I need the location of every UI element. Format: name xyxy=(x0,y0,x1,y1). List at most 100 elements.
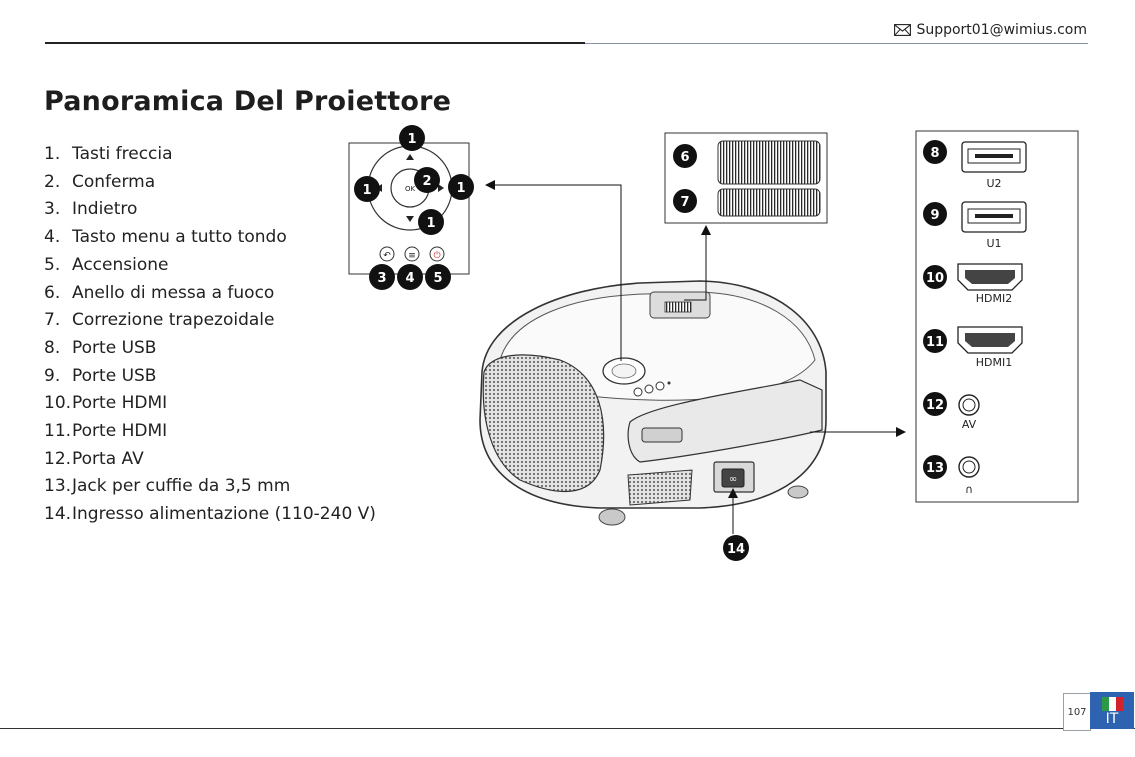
list-item-label: Tasti freccia xyxy=(72,144,173,164)
list-item-number: 6. xyxy=(44,282,61,303)
badge-hdmi1: 11 xyxy=(923,329,947,353)
badge-back: 3 xyxy=(369,264,395,290)
callout-control xyxy=(485,180,622,361)
power-socket-symbol: ∞ xyxy=(729,474,737,485)
list-item-label: Porte USB xyxy=(72,365,157,386)
feature-list: 1. Tasti freccia 2. Conferma 3. Indietro 4.… xyxy=(44,141,376,529)
list-item-label: Indietro xyxy=(72,199,138,220)
list-item-label: Ingresso alimentazione (110-240 V) xyxy=(72,504,376,525)
footer-rule xyxy=(0,728,1135,729)
control-panel-inset: OK ↶ ≡ ⏻ 1 1 1 1 2 3 4 5 xyxy=(348,125,474,290)
list-item-number: 4. xyxy=(44,227,61,248)
badge-focus: 6 xyxy=(673,144,697,168)
page-number: 107 xyxy=(1063,693,1091,731)
svg-text:1: 1 xyxy=(456,181,465,196)
svg-text:1: 1 xyxy=(362,183,371,198)
list-item-number: 2. xyxy=(44,171,61,192)
callout-focus xyxy=(684,225,711,301)
badge-headphone: 13 xyxy=(923,455,947,479)
list-item: 7. Correzione trapezoidale xyxy=(44,307,376,335)
focus-wheel xyxy=(717,140,821,185)
menu-button xyxy=(404,246,420,262)
badge-power: 5 xyxy=(425,264,451,290)
badge-menu: 4 xyxy=(397,264,423,290)
header-rule-dark xyxy=(45,42,585,44)
headphone-icon: ∩ xyxy=(965,483,973,496)
side-slot xyxy=(641,427,683,443)
list-item: 6.Anello di messa a fuoco xyxy=(44,280,376,308)
svg-text:13: 13 xyxy=(926,461,944,476)
top-button xyxy=(644,384,654,394)
projector-illustration: ∞ xyxy=(479,280,827,526)
menu-lines-icon: ≡ xyxy=(408,251,416,261)
power-icon: ⏻ xyxy=(433,250,440,261)
power-button xyxy=(429,246,445,262)
list-item-number: 12. xyxy=(44,448,72,469)
badge-hdmi2: 10 xyxy=(923,265,947,289)
control-ring-inner xyxy=(611,363,637,379)
list-item: 13.Jack per cuffie da 3,5 mm xyxy=(44,473,376,501)
support-email-text: Support01@wimius.com xyxy=(916,22,1087,38)
svg-text:4: 4 xyxy=(405,271,414,286)
list-item: 4. Tasto menu a tutto tondo xyxy=(44,224,376,252)
list-item-label: Tasto menu a tutto tondo xyxy=(72,227,287,248)
focus-dial xyxy=(664,301,692,313)
svg-text:9: 9 xyxy=(930,208,939,223)
focus-panel-inset: 6 7 xyxy=(664,132,828,224)
svg-text:3: 3 xyxy=(377,271,386,286)
badge-usb2: 8 xyxy=(923,140,947,164)
list-item-number: 7. xyxy=(44,310,61,331)
list-item-label: Correzione trapezoidale xyxy=(72,310,275,331)
list-item: 1. Tasti freccia xyxy=(44,141,376,169)
list-item: 14.Ingresso alimentazione (110-240 V) xyxy=(44,501,376,529)
hdmi1-label: HDMI1 xyxy=(976,356,1012,369)
list-item-label: Porte HDMI xyxy=(72,421,168,442)
list-item: 5.Accensione xyxy=(44,252,376,280)
italian-flag-icon xyxy=(1102,697,1123,711)
list-item-number: 3. xyxy=(44,199,61,220)
speaker-grill-front xyxy=(482,354,605,493)
list-item: 9. Porte USB xyxy=(44,363,376,391)
list-item-number: 10. xyxy=(44,393,72,414)
svg-text:6: 6 xyxy=(680,150,689,165)
list-item-number: 14. xyxy=(44,504,72,525)
svg-text:14: 14 xyxy=(727,542,745,557)
svg-text:5: 5 xyxy=(433,271,442,286)
usb1-label: U1 xyxy=(986,237,1001,250)
arrow-down-icon xyxy=(406,216,414,222)
list-item-label: Conferma xyxy=(72,171,156,192)
av-label: AV xyxy=(962,418,977,431)
badge-power-input: 14 xyxy=(723,535,749,561)
hdmi2-label: HDMI2 xyxy=(976,292,1012,305)
svg-text:11: 11 xyxy=(926,335,944,350)
power-socket xyxy=(721,468,745,488)
svg-text:10: 10 xyxy=(926,271,944,286)
projector-foot xyxy=(598,508,626,526)
list-item-number: 5. xyxy=(44,254,61,275)
list-item-label: Porte USB xyxy=(72,337,157,358)
top-button xyxy=(655,381,665,391)
list-item-number: 13. xyxy=(44,476,72,497)
list-item-number: 9. xyxy=(44,365,61,386)
list-item: 12.Porta AV xyxy=(44,446,376,474)
support-email[interactable]: Support01@wimius.com xyxy=(894,22,1087,38)
top-button xyxy=(633,387,643,397)
back-arrow-icon: ↶ xyxy=(383,251,391,261)
arrow-right-icon xyxy=(438,184,444,192)
badge-left: 1 xyxy=(354,176,380,202)
svg-text:1: 1 xyxy=(426,216,435,231)
page-title: Panoramica Del Proiettore xyxy=(44,86,452,117)
list-item-label: Porte HDMI xyxy=(72,393,168,414)
list-item-number: 1. xyxy=(44,144,61,164)
envelope-icon xyxy=(894,24,912,36)
badge-down: 1 xyxy=(418,209,444,235)
badge-ok: 2 xyxy=(414,167,440,193)
back-button xyxy=(379,246,395,262)
callout-lines xyxy=(485,180,906,534)
arrow-up-icon xyxy=(406,154,414,160)
usb2-label: U2 xyxy=(986,177,1001,190)
ports-panel-inset: 8 U2 9 U1 10 HDMI2 11 HDMI1 12 AV 13 ∩ xyxy=(915,130,1079,503)
badge-av: 12 xyxy=(923,392,947,416)
list-item-number: 8. xyxy=(44,337,61,358)
top-led xyxy=(667,381,671,385)
